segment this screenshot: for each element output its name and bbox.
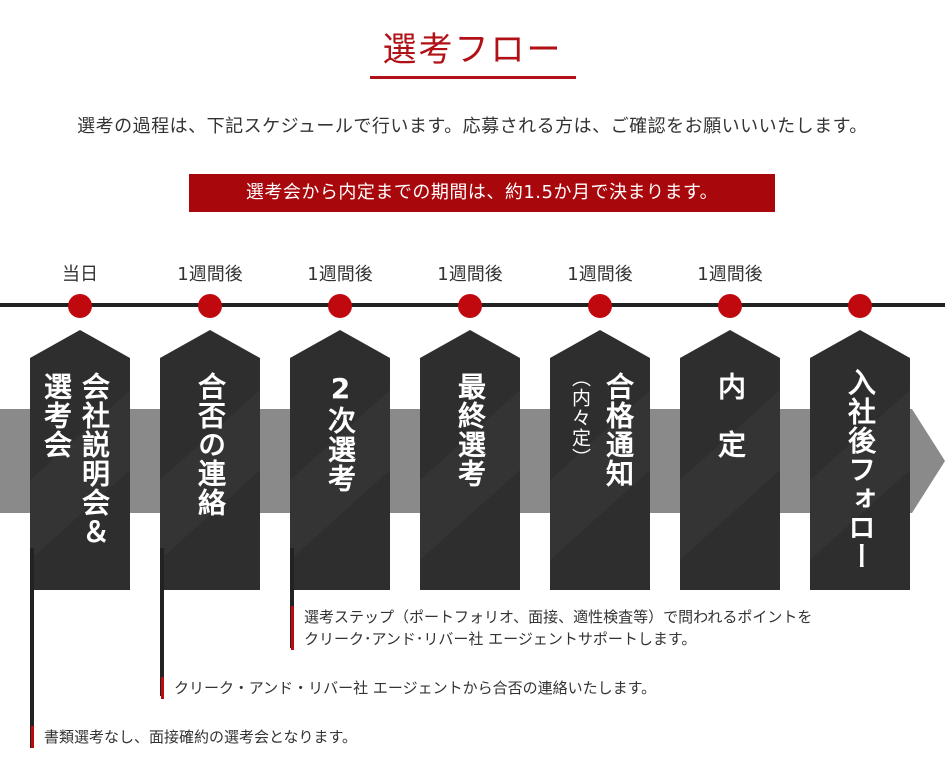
stage-job-offer: 内 定 bbox=[680, 330, 780, 590]
timeline-dot bbox=[198, 294, 222, 318]
duration-banner: 選考会から内定までの期間は、約1.5か月で決まります。 bbox=[189, 174, 775, 212]
stage-sublabel: 選考会 bbox=[40, 372, 73, 459]
stage-label: 合格通知 bbox=[602, 372, 635, 488]
stage-label: 会社説明会＆ bbox=[78, 372, 111, 546]
note-marker bbox=[161, 677, 164, 699]
note-no-screening: 書類選考なし、面接確約の選考会となります。 bbox=[44, 728, 358, 746]
timing-label: 1週間後 bbox=[177, 264, 243, 285]
stage-label: 2次選考 bbox=[324, 372, 357, 493]
timing-label: 1週間後 bbox=[697, 264, 763, 285]
stage-label: 合否の連絡 bbox=[194, 372, 227, 517]
timeline-dot bbox=[718, 294, 742, 318]
stage-label: 最終選考 bbox=[454, 372, 487, 488]
timeline-dot bbox=[588, 294, 612, 318]
note-selection-steps: 選考ステップ（ポートフォリオ、面接、適性検査等）で問われるポイントを クリーク･… bbox=[304, 606, 812, 650]
stage-pass-notice: 合格通知 （内々定） bbox=[550, 330, 650, 590]
timeline-dot bbox=[328, 294, 352, 318]
note-connector bbox=[290, 548, 294, 648]
note-marker bbox=[291, 606, 294, 650]
note-connector bbox=[160, 548, 164, 696]
note-line: クリーク･アンド･リバー社 エージェントサポートします。 bbox=[304, 630, 697, 648]
timing-label: 当日 bbox=[62, 264, 98, 285]
timeline-dot bbox=[68, 294, 92, 318]
stage-post-hire-follow: 入社後フォロー bbox=[810, 330, 910, 590]
note-result-contact: クリーク・アンド・リバー社 エージェントから合否の連絡いたします。 bbox=[174, 679, 657, 697]
note-marker bbox=[31, 726, 34, 748]
note-connector bbox=[30, 548, 34, 748]
title-underline bbox=[370, 76, 576, 79]
stage-company-briefing: 会社説明会＆ 選考会 bbox=[30, 330, 130, 590]
timing-label: 1週間後 bbox=[437, 264, 503, 285]
stage-second-interview: 2次選考 bbox=[290, 330, 390, 590]
timeline-dot bbox=[848, 294, 872, 318]
timing-label: 1週間後 bbox=[567, 264, 633, 285]
intro-text: 選考の過程は、下記スケジュールで行います。応募される方は、ご確認をお願いいいたし… bbox=[77, 116, 868, 137]
stage-result-notice: 合否の連絡 bbox=[160, 330, 260, 590]
timing-label: 1週間後 bbox=[307, 264, 373, 285]
stage-label: 入社後フォロー bbox=[844, 368, 877, 571]
note-line: 選考ステップ（ポートフォリオ、面接、適性検査等）で問われるポイントを bbox=[304, 608, 813, 626]
stage-sublabel: （内々定） bbox=[569, 368, 591, 468]
timeline-dot bbox=[458, 294, 482, 318]
stage-label: 内 定 bbox=[714, 372, 747, 459]
stage-final-interview: 最終選考 bbox=[420, 330, 520, 590]
page-title: 選考フロー bbox=[382, 30, 563, 70]
